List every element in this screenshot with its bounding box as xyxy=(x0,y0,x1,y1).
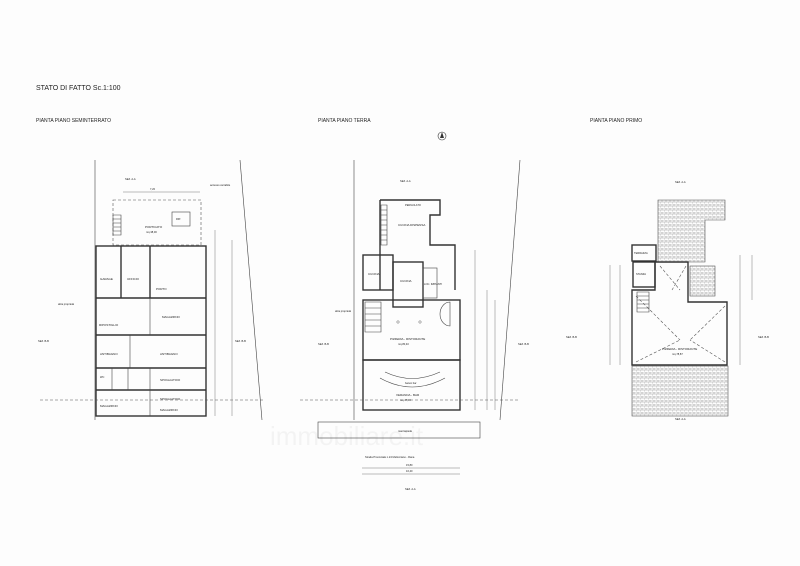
svg-text:15,80: 15,80 xyxy=(406,463,413,467)
svg-text:STANZA: STANZA xyxy=(636,272,646,276)
bar-counter xyxy=(379,371,446,388)
svg-text:PERGOLATO: PERGOLATO xyxy=(405,203,421,207)
svg-text:mq.78,87: mq.78,87 xyxy=(672,352,683,356)
room-label: MAGAZZINO xyxy=(160,408,178,412)
section-marker: SEZ. A-A xyxy=(675,417,686,421)
svg-text:mq.80,40: mq.80,40 xyxy=(398,342,409,346)
room-label: CUCINA xyxy=(368,272,380,276)
svg-text:mq.38,00: mq.38,00 xyxy=(146,230,157,234)
watermark: immobiliare.it xyxy=(270,421,424,451)
plan-basement: PIANTA PIANO SEMINTERRATO 7,20 RIP. PORT… xyxy=(36,118,265,421)
section-marker: SEZ. B-B xyxy=(518,342,529,346)
room-label: CUCINA DISPENSA xyxy=(398,223,425,227)
svg-text:altra proprietà: altra proprietà xyxy=(335,309,352,313)
property-line xyxy=(239,159,263,421)
svg-text:RIP.: RIP. xyxy=(176,217,181,221)
plan-heading: PIANTA PIANO TERRA xyxy=(318,118,371,124)
room-label: VERANDA - BAR xyxy=(396,393,420,397)
svg-text:WC: WC xyxy=(100,375,104,379)
section-marker: SEZ. B-B xyxy=(566,335,577,339)
rip-room xyxy=(171,211,191,227)
section-marker: SEZ. B-B xyxy=(758,335,769,339)
room-label: MAGAZZINO xyxy=(162,315,180,319)
room-label: SPOGLIATOIO xyxy=(160,397,181,401)
svg-text:accesso carrabile: accesso carrabile xyxy=(210,183,231,187)
roof-hatch xyxy=(689,265,716,297)
room-label: UFFICIO xyxy=(127,277,140,281)
svg-text:LOC. IMPIANTI: LOC. IMPIANTI xyxy=(424,282,442,286)
stair xyxy=(364,301,382,333)
svg-text:TERRAZZA: TERRAZZA xyxy=(634,251,648,255)
room-label: PORTICATO xyxy=(145,225,163,229)
stair xyxy=(380,204,388,246)
svg-text:altra proprietà: altra proprietà xyxy=(58,302,75,306)
room-label: SPOGLIATOIO xyxy=(160,378,181,382)
stair xyxy=(112,214,122,236)
section-marker: SEZ. B-B xyxy=(318,342,329,346)
stair xyxy=(636,291,650,313)
section-marker: SEZ. A-A xyxy=(405,487,416,491)
svg-text:16,40: 16,40 xyxy=(406,469,413,473)
plan-heading: PIANTA PIANO SEMINTERRATO xyxy=(36,118,111,124)
room-label: RIPOSTIGLIO xyxy=(99,323,119,327)
plan-ground: PIANTA PIANO TERRA PERGOLATO CUCINA DISP… xyxy=(300,118,529,491)
north-arrow-icon xyxy=(437,131,447,141)
room-label: ANTIBAGNO xyxy=(160,352,178,356)
section-marker: SEZ. A-A xyxy=(400,179,411,183)
sidewalk-label: marciapiede xyxy=(398,429,413,433)
room-label: ANTIBAGNO xyxy=(100,352,118,356)
room-label: GARAGE xyxy=(100,277,113,281)
section-marker: SEZ. A-A xyxy=(125,177,136,181)
section-marker: SEZ. B-B xyxy=(235,339,246,343)
svg-text:banco bar: banco bar xyxy=(405,381,417,385)
roof-hatch xyxy=(657,199,726,263)
section-marker: SEZ. A-A xyxy=(675,180,686,184)
room-label: PORTO xyxy=(156,287,167,291)
room-label: PIZZERIA - RISTORANTE xyxy=(662,347,697,351)
room-label: CUCINA xyxy=(400,279,412,283)
street-label: Strada Provinciale n.24 Melicoriano - Ra… xyxy=(365,455,415,459)
roof-hatch xyxy=(631,365,729,417)
room-label: MAGAZZINO xyxy=(100,404,118,408)
sheet-title: STATO DI FATTO Sc.1:100 xyxy=(36,85,121,92)
plan-heading: PIANTA PIANO PRIMO xyxy=(590,118,642,124)
plan-first: PIANTA PIANO PRIMO SEZ. A-A TERRAZZA STA… xyxy=(566,118,769,421)
porticato-outline xyxy=(112,199,202,246)
section-marker: SEZ. B-B xyxy=(38,339,49,343)
dimension-label: 7,20 xyxy=(150,187,156,191)
room-label: PIZZERIA - RISTORANTE xyxy=(390,337,425,341)
